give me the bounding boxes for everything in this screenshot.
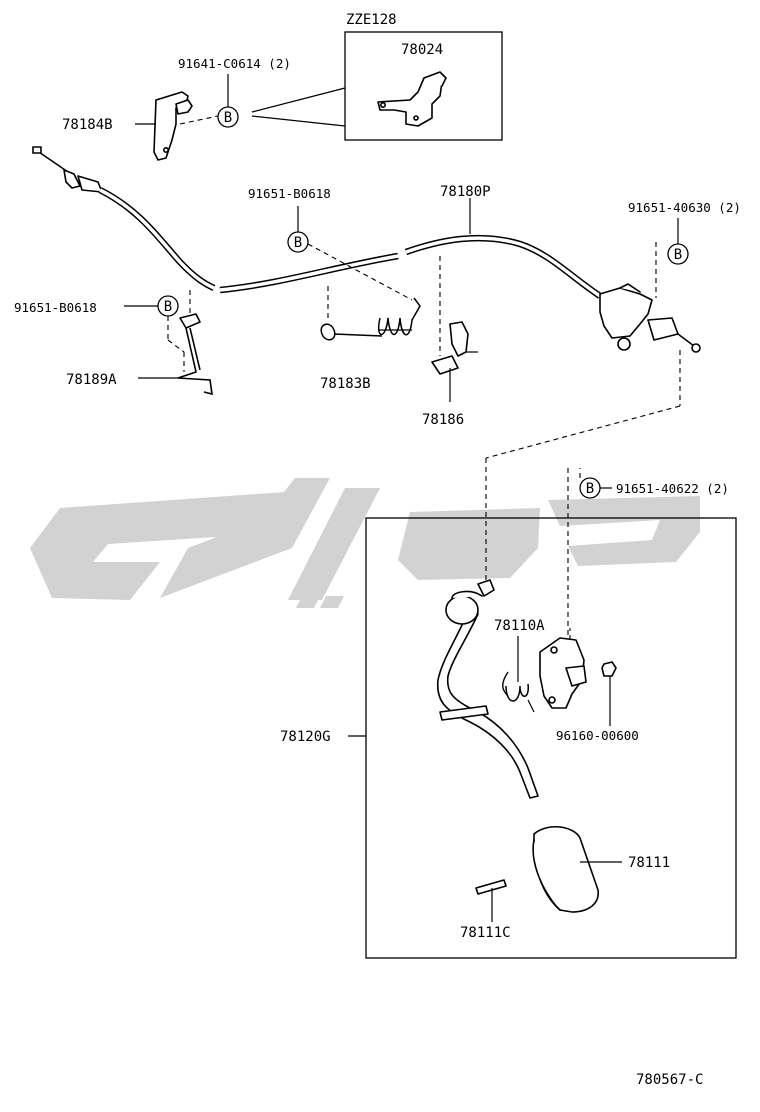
watermark-logo (30, 478, 700, 608)
pin-78111c (475, 879, 507, 922)
bolt-marker-left: B (124, 295, 185, 372)
clip-78189a (138, 290, 213, 396)
nut-96160 (601, 661, 617, 726)
bolt-markers: B B B B B (124, 74, 689, 640)
label-78111: 78111 (628, 855, 670, 871)
label-78180p: 78180P (440, 184, 491, 200)
part-labels: ZZE128 78024 91641-C0614 (2) 78184B 9165… (14, 12, 741, 1088)
label-78186: 78186 (422, 412, 464, 428)
return-spring-78183b (297, 206, 421, 341)
label-78110a: 78110A (494, 618, 545, 634)
bracket-78184b (135, 91, 219, 161)
label-91651-b0618-top: 91651-B0618 (248, 186, 331, 201)
svg-text:B: B (224, 110, 232, 126)
clamp-78186 (431, 256, 478, 402)
label-91651-40630: 91651-40630 (2) (628, 200, 741, 215)
pedal-bracket-78110a (539, 628, 587, 709)
bolt-marker-lower: B (567, 468, 612, 640)
label-78189a: 78189A (66, 372, 117, 388)
variant-inset (251, 31, 503, 141)
label-78111c: 78111C (460, 925, 511, 941)
label-variant: ZZE128 (346, 12, 397, 28)
label-91651-b0618-left: 91651-B0618 (14, 300, 97, 315)
cable-to-pedal-line-2 (485, 405, 681, 459)
label-78024: 78024 (401, 42, 443, 58)
pedal-pad-78111 (532, 826, 622, 913)
label-91651-40622: 91651-40622 (2) (616, 481, 729, 496)
svg-text:B: B (294, 235, 302, 251)
bolt-marker-cable-mid: B (287, 231, 309, 253)
pedal-spring (502, 636, 535, 713)
label-91641: 91641-C0614 (2) (178, 56, 291, 71)
svg-text:B: B (586, 481, 594, 497)
label-78183b: 78183B (320, 376, 371, 392)
bolt-marker-right: B (655, 218, 689, 298)
bolt-marker-top: B (217, 74, 239, 128)
label-78120g: 78120G (280, 729, 331, 745)
pedal-arm-78120g (436, 579, 539, 799)
svg-text:B: B (674, 247, 682, 263)
figure-code: 780567-C (636, 1072, 703, 1088)
label-96160: 96160-00600 (556, 728, 639, 743)
accelerator-cable (32, 146, 701, 353)
pedal-assembly-box (348, 517, 737, 959)
label-78184b: 78184B (62, 117, 113, 133)
svg-text:B: B (164, 299, 172, 315)
